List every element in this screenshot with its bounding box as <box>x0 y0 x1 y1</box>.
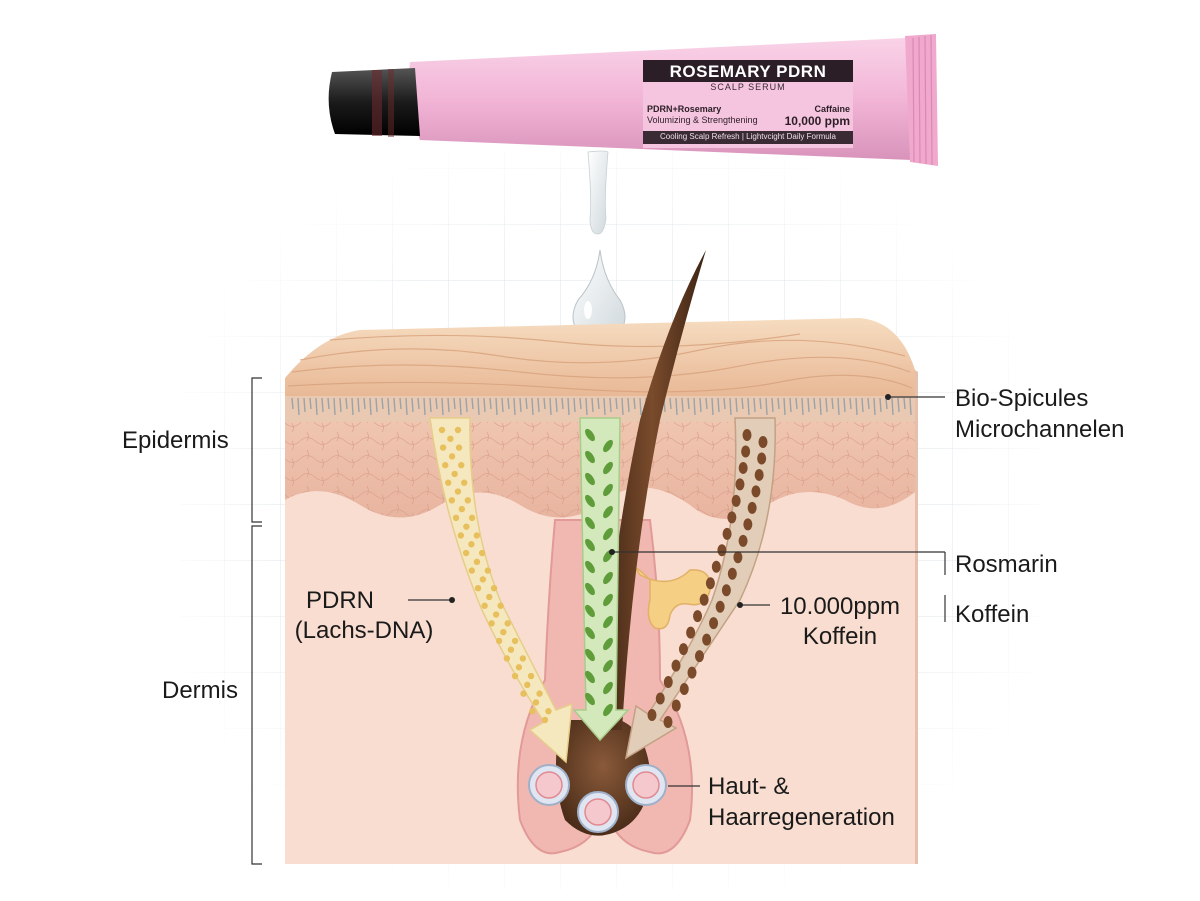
product-left-line2: Volumizing & Strengthening <box>647 115 758 125</box>
dermis-label: Dermis <box>162 677 238 704</box>
layer-brackets <box>251 377 262 865</box>
rosmarin-label: Rosmarin <box>955 551 1058 578</box>
leader-lines <box>408 394 946 787</box>
product-left-line1: PDRN+Rosemary <box>647 104 722 114</box>
pdrn-label: PDRN <box>305 587 374 614</box>
caffeine-name-label: Koffein <box>802 623 878 650</box>
bio-spicules-label: Bio-Spicules <box>955 385 1089 412</box>
epidermis-label: Epidermis <box>122 427 229 454</box>
lachs-dna-label: (Lachs-DNA) <box>294 617 434 644</box>
microchannelen-label: Microchannelen <box>955 416 1125 443</box>
stem-cell-clusters <box>528 764 667 833</box>
regeneration-label-line2: Haarregeneration <box>708 804 895 831</box>
pdrn-channel <box>429 417 573 764</box>
product-right-line2: 10,000 ppm <box>784 114 850 128</box>
rosemary-channel <box>572 417 630 742</box>
product-subtitle: SCALP SERUM <box>710 82 786 92</box>
caffeine-ppm-label: 10.000ppm <box>779 593 901 620</box>
serum-tube <box>328 34 938 166</box>
koffein-label: Koffein <box>955 601 1030 628</box>
regeneration-label-line1: Haut- & <box>708 773 790 800</box>
product-right-line1: Caffaine <box>814 104 850 114</box>
product-name: ROSEMARY PDRN <box>669 62 827 81</box>
product-footer: Cooling Scalp Refresh | Lightvcight Dail… <box>660 132 836 141</box>
